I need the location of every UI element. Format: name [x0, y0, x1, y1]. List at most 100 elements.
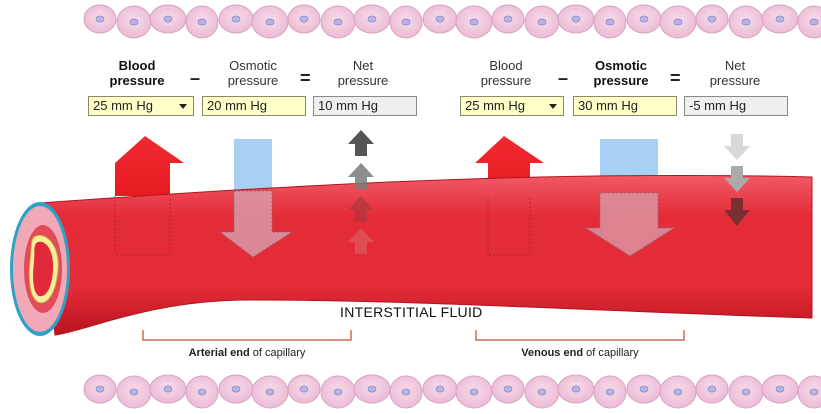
venous-end-bracket — [475, 330, 685, 341]
label-line: pressure — [227, 73, 279, 88]
cell-nucleus — [367, 15, 377, 23]
cell-nucleus — [639, 385, 649, 393]
blood-pressure-arrow-venous-outline — [487, 196, 531, 256]
cell-nucleus — [809, 388, 819, 396]
minus-operator: – — [558, 68, 569, 88]
venous-osmotic-pressure-label: Osmotic pressure — [576, 58, 666, 88]
cell-nucleus — [197, 18, 207, 26]
arterial-blood-pressure-select[interactable]: 25 mm Hg — [88, 96, 194, 116]
arterial-blood-pressure-label: Blood pressure — [97, 58, 177, 88]
cell-nucleus — [775, 385, 785, 393]
cell-nucleus — [435, 385, 445, 393]
cell-nucleus — [401, 18, 411, 26]
venous-blood-pressure-select[interactable]: 25 mm Hg — [460, 96, 564, 116]
equals-operator: = — [670, 68, 681, 88]
arterial-net-pressure-field: 10 mm Hg — [313, 96, 417, 116]
field-value: 30 mm Hg — [578, 98, 638, 113]
osmotic-arrow-arterial — [218, 190, 294, 258]
cell-nucleus — [571, 385, 581, 393]
cell-nucleus — [299, 385, 309, 393]
cell-nucleus — [265, 388, 275, 396]
cell-nucleus — [503, 15, 513, 23]
interstitial-fluid-label: INTERSTITIAL FLUID — [340, 304, 483, 320]
osmotic-arrow-venous — [584, 192, 676, 257]
field-value: 20 mm Hg — [207, 98, 267, 113]
cell-nucleus — [163, 385, 173, 393]
label-line: Osmotic — [229, 58, 277, 73]
label-line: pressure — [593, 73, 649, 88]
cell-nucleus — [809, 18, 819, 26]
tissue-cell — [797, 5, 821, 39]
cell-nucleus — [265, 18, 275, 26]
venous-end-caption: Venous end of capillary — [476, 347, 684, 359]
cell-nucleus — [469, 388, 479, 396]
caption-bold: Venous end — [521, 347, 584, 359]
arterial-net-pressure-label: Net pressure — [318, 58, 408, 88]
cell-nucleus — [401, 388, 411, 396]
osmotic-column-arterial — [234, 139, 272, 191]
blood-pressure-arrow-arterial-outline — [114, 196, 171, 256]
net-arrow-up-4 — [348, 228, 374, 254]
arterial-end-caption: Arterial end of capillary — [143, 347, 351, 359]
cell-nucleus — [673, 18, 683, 26]
vessel-cross-section — [10, 202, 70, 336]
net-pressure-arrows-venous — [724, 134, 750, 226]
venous-osmotic-pressure-field[interactable]: 30 mm Hg — [573, 96, 677, 116]
select-value: 25 mm Hg — [465, 98, 525, 113]
arterial-end-bracket — [142, 330, 352, 341]
net-arrow-up-3 — [348, 196, 374, 222]
cell-nucleus — [673, 388, 683, 396]
label-line: Net — [352, 58, 374, 73]
arterial-osmotic-pressure-label: Osmotic pressure — [208, 58, 298, 88]
caption-rest: of capillary — [249, 347, 306, 359]
cell-nucleus — [571, 15, 581, 23]
cell-nucleus — [231, 15, 241, 23]
field-value: -5 mm Hg — [689, 98, 747, 113]
caret-down-icon — [179, 104, 187, 109]
cell-nucleus — [367, 385, 377, 393]
select-value: 25 mm Hg — [93, 98, 153, 113]
label-line: pressure — [480, 73, 532, 88]
field-value: 10 mm Hg — [318, 98, 378, 113]
venous-net-pressure-label: Net pressure — [690, 58, 780, 88]
cell-nucleus — [299, 15, 309, 23]
label-line: Osmotic — [594, 58, 647, 73]
blood-pressure-arrow-arterial — [115, 136, 184, 196]
cell-nucleus — [605, 388, 615, 396]
net-arrow-down-1 — [724, 134, 750, 160]
tissue-cells-top — [83, 4, 821, 39]
cell-nucleus — [537, 18, 547, 26]
cell-nucleus — [741, 18, 751, 26]
cell-nucleus — [741, 388, 751, 396]
net-arrow-down-2 — [724, 166, 750, 192]
cell-nucleus — [333, 18, 343, 26]
caption-rest: of capillary — [583, 347, 639, 359]
label-line: Blood — [118, 58, 156, 73]
label-line: Net — [724, 58, 746, 73]
cell-nucleus — [95, 385, 105, 393]
label-line: pressure — [337, 73, 389, 88]
cell-nucleus — [163, 15, 173, 23]
cell-nucleus — [129, 388, 139, 396]
cell-nucleus — [469, 18, 479, 26]
caption-bold: Arterial end — [188, 347, 250, 359]
net-pressure-arrows-arterial — [348, 130, 374, 254]
cell-nucleus — [639, 15, 649, 23]
cell-nucleus — [707, 385, 717, 393]
net-arrow-up-1 — [348, 130, 374, 156]
tissue-cell — [797, 375, 821, 409]
cell-nucleus — [503, 385, 513, 393]
arterial-osmotic-pressure-field[interactable]: 20 mm Hg — [202, 96, 306, 116]
net-arrow-up-2 — [348, 163, 374, 189]
caret-down-icon — [549, 104, 557, 109]
cell-nucleus — [197, 388, 207, 396]
cell-nucleus — [605, 18, 615, 26]
equals-operator: = — [300, 68, 311, 88]
label-line: pressure — [109, 73, 165, 88]
net-arrow-down-3 — [724, 198, 750, 226]
tissue-cells-bottom — [83, 374, 821, 409]
cell-nucleus — [95, 15, 105, 23]
cell-nucleus — [333, 388, 343, 396]
cell-nucleus — [775, 15, 785, 23]
